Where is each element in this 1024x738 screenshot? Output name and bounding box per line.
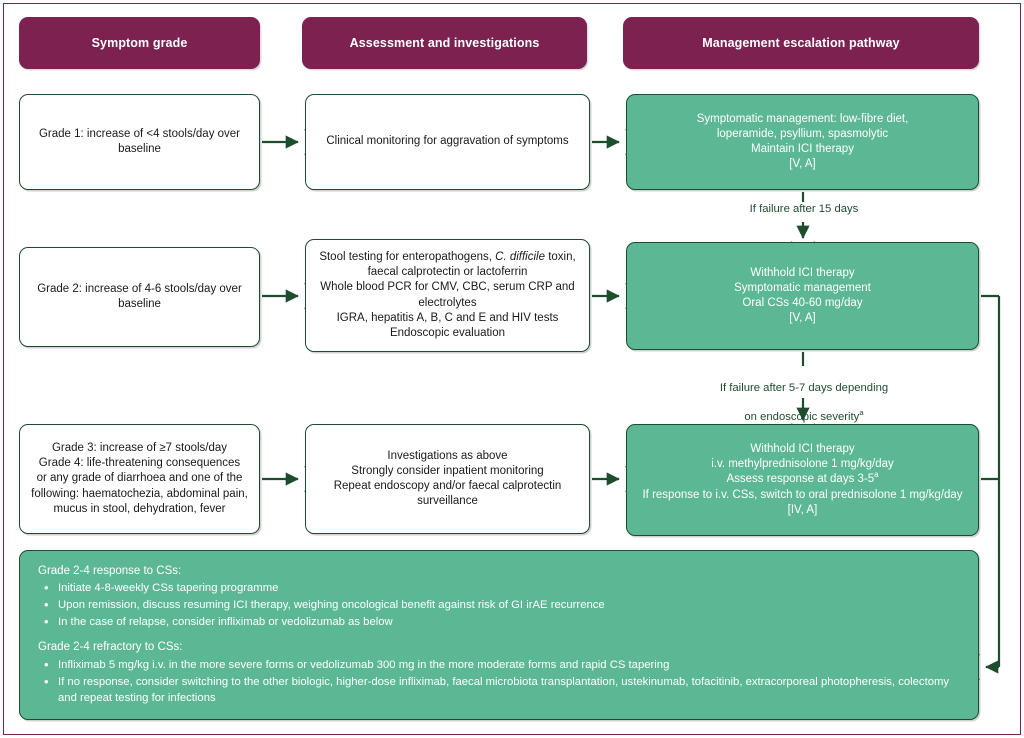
connector-label-failure-15-days: If failure after 15 days (749, 203, 859, 215)
node-grade-1-management: Symptomatic management: low-fibre diet, … (626, 94, 979, 190)
italic-organism-name: C. difficile (495, 250, 545, 263)
panel-list-refractory: Infliximab 5 mg/kg i.v. in the more seve… (38, 656, 962, 706)
footnote-marker-a: a (874, 470, 879, 480)
node-grade-3-4-symptom-text: Grade 3: increase of ≥7 stools/day Grade… (31, 442, 248, 515)
node-grade-1-symptom-text: Grade 1: increase of <4 stools/day over … (38, 127, 241, 155)
node-grade-2-symptom: Grade 2: increase of 4-6 stools/day over… (19, 247, 260, 347)
node-grade-2-management-text: Withhold ICI therapy Symptomatic managem… (734, 266, 871, 325)
node-grade-2-symptom-text: Grade 2: increase of 4-6 stools/day over… (37, 282, 242, 310)
column-header-symptom-grade: Symptom grade (19, 17, 260, 69)
figure-frame: Symptom grade Assessment and investigati… (3, 3, 1021, 735)
node-grade-3-4-assessment-text: Investigations as above Strongly conside… (333, 449, 562, 508)
node-grade-1-assessment-text: Clinical monitoring for aggravation of s… (326, 135, 569, 148)
node-grade-2-assessment-text: Stool testing for enteropathogens, C. di… (319, 250, 576, 339)
node-grade-2-management: Withhold ICI therapy Symptomatic managem… (626, 242, 979, 350)
panel-heading-refractory: Grade 2-4 refractory to CSs: (38, 641, 183, 654)
node-grade-2-assessment: Stool testing for enteropathogens, C. di… (305, 239, 590, 352)
node-grade-1-symptom: Grade 1: increase of <4 stools/day over … (19, 94, 260, 190)
panel-list-item: Initiate 4-8-weekly CSs tapering program… (38, 579, 962, 597)
footnote-marker-a: a (859, 408, 864, 418)
node-grade-1-management-text: Symptomatic management: low-fibre diet, … (696, 112, 909, 171)
node-grade-3-4-assessment: Investigations as above Strongly conside… (305, 424, 590, 534)
panel-list-response: Initiate 4-8-weekly CSs tapering program… (38, 579, 962, 632)
node-grade-3-4-symptom: Grade 3: increase of ≥7 stools/day Grade… (19, 424, 260, 534)
connector-label-line-1: If failure after 5-7 days depending (719, 381, 889, 394)
panel-list-item: Upon remission, discuss resuming ICI the… (38, 596, 962, 614)
panel-heading-response: Grade 2-4 response to CSs: (38, 565, 182, 577)
panel-list-item: In the case of relapse, consider inflixi… (38, 613, 962, 631)
summary-panel: Grade 2-4 response to CSs: Initiate 4-8-… (19, 550, 979, 720)
node-grade-1-assessment: Clinical monitoring for aggravation of s… (305, 94, 590, 190)
panel-list-item: Infliximab 5 mg/kg i.v. in the more seve… (38, 656, 962, 674)
column-header-assessment: Assessment and investigations (302, 17, 587, 69)
column-header-management: Management escalation pathway (623, 17, 979, 69)
panel-list-item: If no response, consider switching to th… (38, 673, 962, 706)
connector-label-failure-5-7-days: If failure after 5-7 days depending on e… (664, 366, 944, 425)
connector-label-line-2: on endoscopic severity (744, 411, 860, 424)
